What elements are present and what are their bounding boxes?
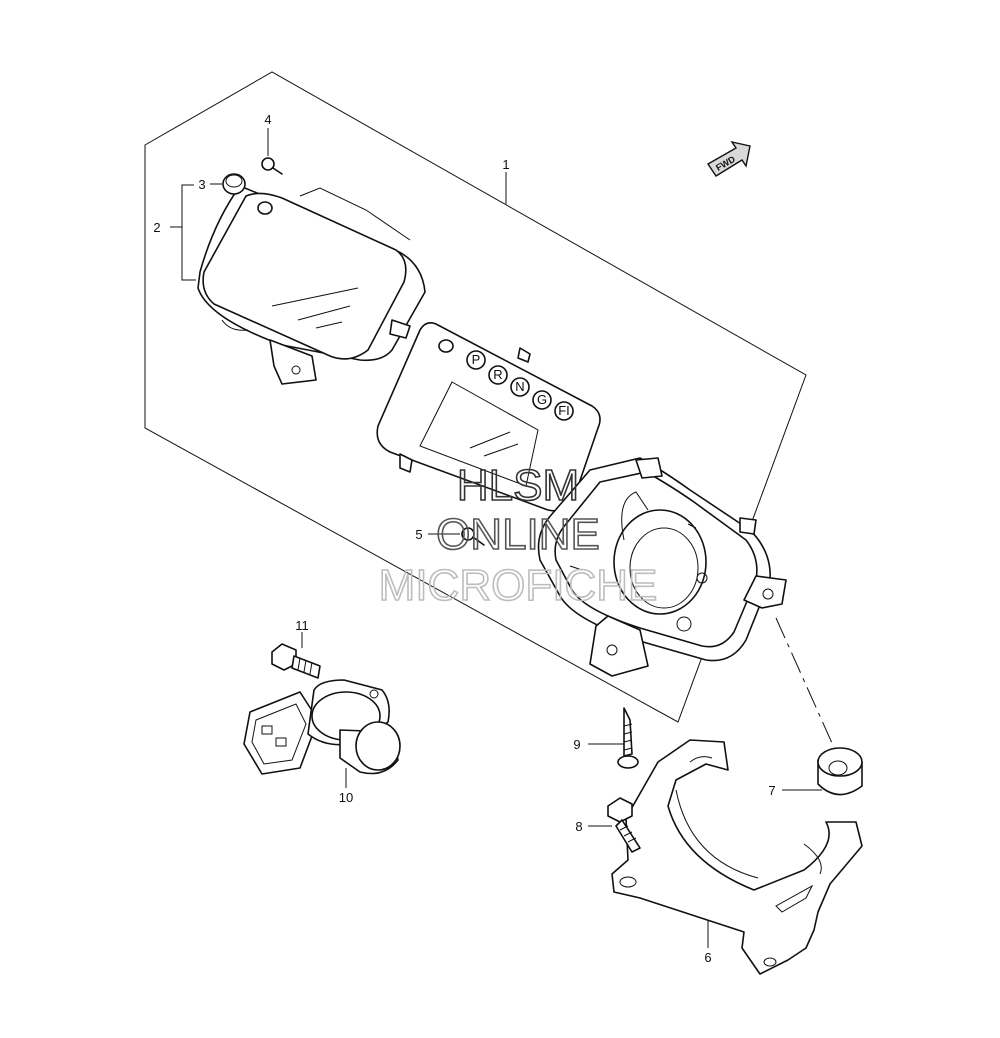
callout-5: 5: [415, 527, 422, 542]
bolt-11[interactable]: [271, 643, 321, 679]
cushion-part[interactable]: [817, 747, 863, 796]
indicator-lamp-fi: FI: [554, 401, 574, 421]
callout-7: 7: [768, 783, 775, 798]
screw-4[interactable]: [261, 157, 283, 175]
watermark-line-1: HLSM: [457, 461, 579, 510]
indicator-lamp-n: N: [510, 377, 530, 397]
cap-part[interactable]: [222, 173, 246, 195]
callout-11: 11: [295, 618, 309, 633]
speed-sensor-part[interactable]: [243, 679, 401, 775]
meter-display-panel[interactable]: [376, 322, 601, 512]
screw-5[interactable]: [461, 527, 485, 546]
callout-10: 10: [339, 790, 353, 805]
indicator-lamp-g: G: [532, 390, 552, 410]
fwd-arrow-icon: FWD: [707, 140, 751, 177]
watermark-line-2: ONLINE: [436, 510, 600, 559]
callout-4: 4: [264, 112, 271, 127]
callout-9: 9: [573, 737, 580, 752]
indicator-label-p: P: [472, 352, 481, 367]
callout-labels: 1 2 3 4 5 6 7 8 9 10 11: [153, 112, 775, 965]
watermark-line-3: MICROFICHE: [379, 561, 658, 610]
leader-lines: [170, 128, 822, 948]
indicator-lamps: P R N G FI: [466, 350, 574, 421]
callout-3: 3: [198, 177, 205, 192]
callout-6: 6: [704, 950, 711, 965]
indicator-label-n: N: [515, 379, 524, 394]
indicator-lamp-r: R: [488, 365, 508, 385]
callout-2: 2: [153, 220, 160, 235]
indicator-lamp-p: P: [466, 350, 486, 370]
meter-lower-housing[interactable]: [537, 457, 787, 677]
callout-1: 1: [502, 157, 509, 172]
screw-9[interactable]: [617, 707, 639, 769]
callout-8: 8: [575, 819, 582, 834]
indicator-label-g: G: [537, 392, 547, 407]
bolt-8[interactable]: [607, 797, 641, 853]
alignment-line: [775, 617, 837, 753]
indicator-label-fi: FI: [558, 403, 570, 418]
meter-upper-case[interactable]: [197, 185, 426, 385]
meter-bracket-part[interactable]: [611, 739, 863, 975]
watermark: HLSM ONLINE MICROFICHE: [378, 460, 658, 611]
indicator-label-r: R: [493, 367, 502, 382]
